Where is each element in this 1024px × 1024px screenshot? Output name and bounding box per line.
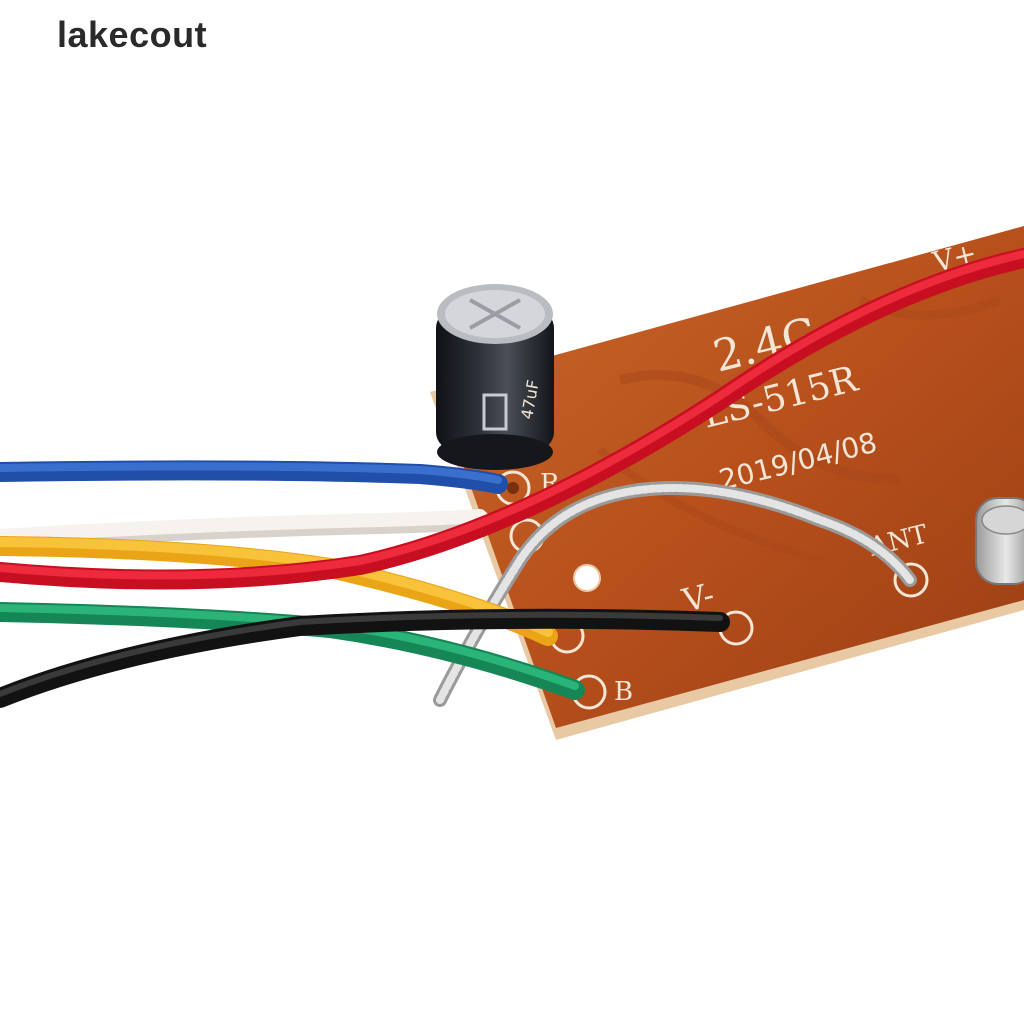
wire-blue <box>0 460 508 494</box>
mounting-hole <box>573 564 601 592</box>
pad-label-b: B <box>614 677 633 707</box>
wire-white <box>0 509 490 550</box>
wire-red <box>0 248 1024 590</box>
electrolytic-capacitor: 47uF <box>436 284 554 470</box>
wire-black <box>0 608 730 708</box>
brand-watermark: lakecout <box>57 14 208 55</box>
crystal-oscillator <box>975 497 1024 585</box>
